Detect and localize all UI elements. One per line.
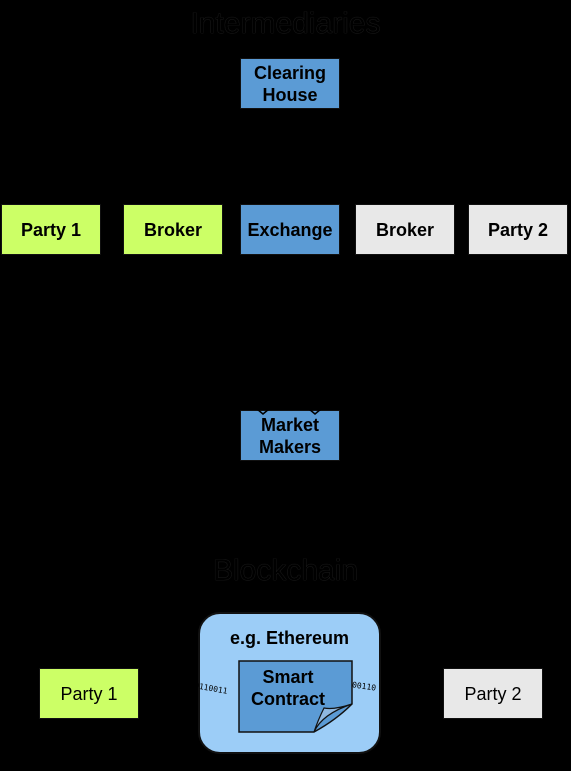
broker-left-node: Broker [123,204,223,255]
party-1-node: Party 1 [1,204,101,255]
blockchain-party-1-node: Party 1 [39,668,139,719]
platform-label: e.g. Ethereum [229,628,350,648]
smart-contract-label: Smart Contract [250,667,325,709]
clearing-house-node: Clearing House [240,58,340,109]
broker-right-node: Broker [355,204,455,255]
intermediaries-title: Intermediaries [190,7,381,40]
party-2-node: Party 2 [468,204,568,255]
blockchain-party-2-node: Party 2 [443,668,543,719]
market-makers-node: Market Makers [240,410,340,461]
smart-contract-document-icon [238,660,353,733]
exchange-node: Exchange [240,204,340,255]
blockchain-title: Blockchain [212,554,359,587]
